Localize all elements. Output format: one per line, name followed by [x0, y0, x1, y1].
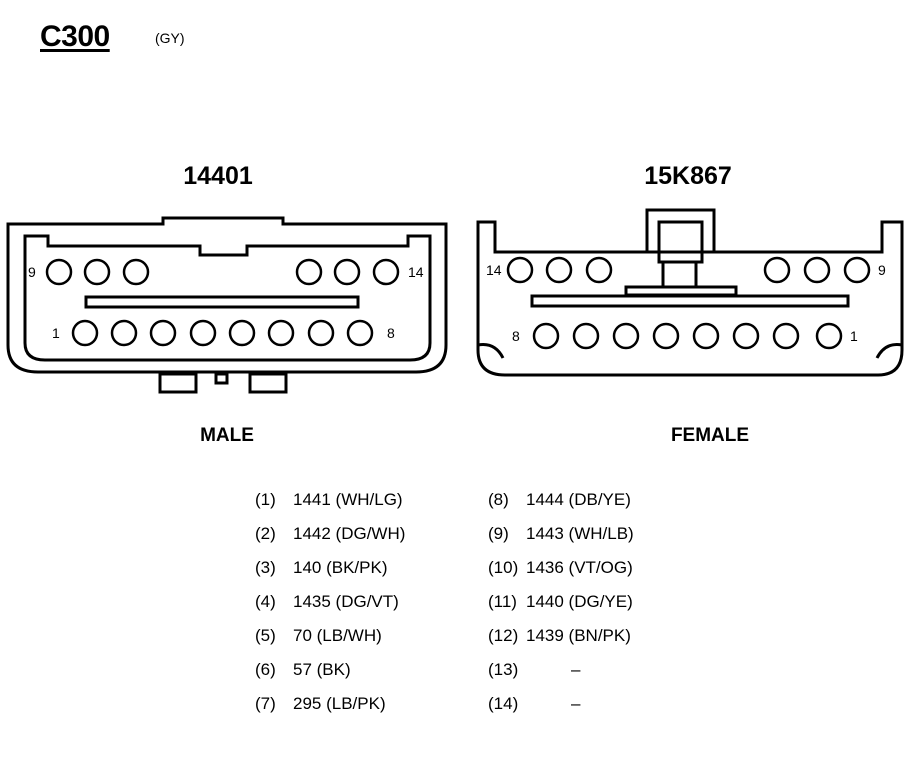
pin-number: (11): [488, 592, 517, 611]
pin-socket: [612, 322, 640, 350]
pin-socket: [83, 258, 111, 286]
pin-socket: [267, 319, 295, 347]
female-housing-inner: [477, 343, 505, 359]
male-top-pins: [45, 258, 400, 286]
female-lock-base: [624, 285, 738, 297]
pin-number: (9): [488, 524, 509, 543]
pin-socket: [572, 322, 600, 350]
pin-circuit: 1441 (WH/LG): [293, 490, 403, 509]
pin-socket: [772, 322, 800, 350]
female-lock-stem: [661, 260, 698, 289]
pin-circuit: 57 (BK): [293, 660, 351, 679]
female-label-bottom-left: 8: [512, 328, 520, 344]
pin-number: (5): [255, 626, 276, 645]
male-label-bottom-left: 1: [52, 325, 60, 341]
pin-socket: [295, 258, 323, 286]
pin-socket: [763, 256, 791, 284]
pin-number: (3): [255, 558, 276, 577]
male-latch-left: [158, 372, 198, 394]
male-label-top-right: 14: [408, 264, 424, 280]
pin-circuit: 1435 (DG/VT): [293, 592, 399, 611]
female-lock-tab-inner: [657, 220, 704, 264]
pin-circuit: 1440 (DG/YE): [526, 592, 633, 611]
pin-number: (6): [255, 660, 276, 679]
female-housing-outer: [476, 220, 904, 377]
pin-socket: [803, 256, 831, 284]
pin-circuit: 1444 (DB/YE): [526, 490, 631, 509]
pin-circuit: 1443 (WH/LB): [526, 524, 634, 543]
pin-number: (10): [488, 558, 519, 577]
pin-socket: [372, 258, 400, 286]
pin-socket: [815, 322, 843, 350]
connector-id: C300: [40, 20, 110, 53]
pin-socket: [545, 256, 573, 284]
pin-number: (13): [488, 660, 519, 679]
pin-circuit: 295 (LB/PK): [293, 694, 386, 713]
pin-socket: [532, 322, 560, 350]
pin-number: (1): [255, 490, 276, 509]
pin-socket: [732, 322, 760, 350]
pin-number: (8): [488, 490, 509, 509]
pin-circuit: 1439 (BN/PK): [526, 626, 631, 645]
pin-circuit: 1436 (VT/OG): [526, 558, 633, 577]
pin-socket: [45, 258, 73, 286]
pin-circuit: –: [571, 694, 581, 713]
pin-circuit: –: [571, 660, 581, 679]
female-lock-tab-outer: [645, 208, 716, 254]
pin-socket: [307, 319, 335, 347]
pin-socket: [189, 319, 217, 347]
female-key-bar: [530, 294, 850, 308]
pin-socket: [122, 258, 150, 286]
pin-socket: [506, 256, 534, 284]
male-label: MALE: [200, 425, 254, 446]
pin-number: (12): [488, 626, 519, 645]
male-key-bar: [84, 295, 360, 309]
female-label-top-right: 9: [878, 262, 886, 278]
male-bottom-pins: [71, 319, 374, 347]
pin-number: (14): [488, 694, 519, 713]
male-connector: [6, 216, 448, 394]
male-part-number: 14401: [183, 162, 253, 190]
pin-number: (2): [255, 524, 276, 543]
pin-socket: [333, 258, 361, 286]
female-part-number: 15K867: [644, 162, 732, 190]
female-label: FEMALE: [670, 425, 750, 446]
male-housing-inner: [23, 234, 432, 362]
pin-socket: [652, 322, 680, 350]
pin-circuit: 1442 (DG/WH): [293, 524, 406, 543]
female-bottom-pins: [532, 322, 843, 350]
pin-number: (7): [255, 694, 276, 713]
pin-socket: [228, 319, 256, 347]
pin-socket: [149, 319, 177, 347]
male-housing-outer: [6, 216, 448, 374]
female-label-bottom-right: 1: [850, 328, 858, 344]
pin-circuit: 140 (BK/PK): [293, 558, 388, 577]
pin-socket: [692, 322, 720, 350]
female-housing-inner-right: [875, 343, 903, 359]
male-latch-right: [248, 372, 288, 394]
female-label-top-left: 14: [486, 262, 502, 278]
pin-circuit: 70 (LB/WH): [293, 626, 382, 645]
pin-socket: [346, 319, 374, 347]
female-connector: [476, 208, 904, 377]
pin-socket: [585, 256, 613, 284]
pin-socket: [843, 256, 871, 284]
pin-number: (4): [255, 592, 276, 611]
connector-color: (GY): [155, 30, 185, 46]
male-latch-center: [214, 372, 229, 385]
male-label-bottom-right: 8: [387, 325, 395, 341]
female-top-pins: [506, 256, 871, 284]
pin-socket: [110, 319, 138, 347]
pin-socket: [71, 319, 99, 347]
male-label-top-left: 9: [28, 264, 36, 280]
